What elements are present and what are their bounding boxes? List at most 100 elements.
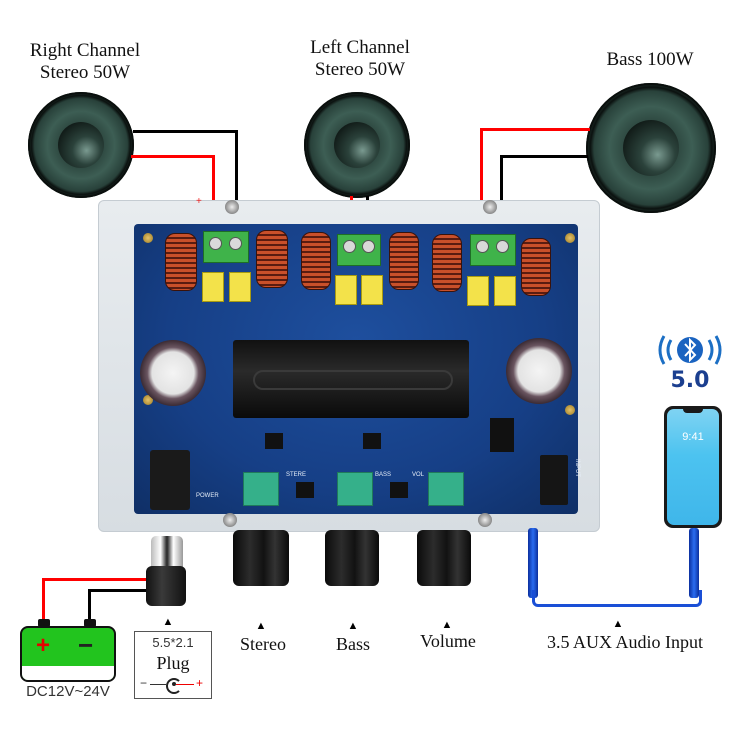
- volume-potentiometer: [428, 472, 464, 506]
- electrolytic-capacitor: [506, 338, 572, 404]
- bass-negative-wire: [500, 155, 588, 158]
- speaker-dust-cap: [623, 120, 679, 176]
- smartphone: 9:41: [664, 406, 722, 528]
- polarity-center-dot: [172, 682, 176, 686]
- left-channel-speaker: [304, 92, 410, 198]
- bass-positive-wire: [480, 128, 590, 131]
- case-screw: [483, 200, 497, 214]
- terminal-screw: [229, 237, 242, 250]
- bluetooth-icon: [658, 335, 722, 365]
- ic-chip: [363, 433, 381, 449]
- film-capacitor: [361, 275, 383, 305]
- stereo-knob[interactable]: [233, 530, 289, 586]
- battery: + −: [20, 626, 116, 682]
- polarity-line-positive: [176, 684, 194, 685]
- right-channel-speaker: [28, 92, 134, 198]
- left-speaker-terminal: [337, 234, 381, 266]
- silk-power: POWER: [196, 493, 219, 499]
- heatsink: [233, 340, 469, 418]
- volume-knob[interactable]: [417, 530, 471, 586]
- phone-clock: 9:41: [682, 431, 704, 443]
- battery-terminal-positive: [38, 619, 50, 627]
- bluetooth-module-chip: [490, 418, 514, 452]
- inductor-coil: [301, 232, 331, 290]
- inductor-coil: [389, 232, 419, 290]
- bass-potentiometer: [337, 472, 373, 506]
- power-positive-wire-vertical: [42, 578, 45, 620]
- terminal-screw: [362, 240, 375, 253]
- stereo-potentiometer: [243, 472, 279, 506]
- aux-marker: ▲: [612, 618, 624, 630]
- ic-chip: [296, 482, 314, 498]
- stereo-label: Stereo: [240, 634, 286, 654]
- mounting-post: [143, 395, 153, 405]
- inductor-coil: [521, 238, 551, 296]
- polarity-plus: +: [196, 676, 204, 690]
- plug-size: 5.5*2.1: [152, 635, 194, 650]
- polarity-symbol-icon: [166, 678, 182, 694]
- aux-plug-right: [689, 528, 699, 598]
- inductor-coil: [165, 233, 197, 291]
- ic-chip: [265, 433, 283, 449]
- positive-mark: +: [196, 196, 202, 207]
- left-channel-title-line1: Left Channel: [310, 37, 410, 58]
- silk-vol: VOL: [412, 472, 425, 478]
- plug-info-box: 5.5*2.1 Plug − +: [134, 631, 212, 699]
- film-capacitor: [467, 276, 489, 306]
- stereo-marker: ▲: [255, 620, 267, 632]
- polarity-line-negative: [150, 684, 166, 685]
- power-negative-wire-vertical: [88, 589, 91, 620]
- electrolytic-capacitor: [140, 340, 206, 406]
- case-screw: [225, 200, 239, 214]
- bass-label: Bass: [335, 634, 370, 654]
- bass-speaker-terminal: [470, 234, 516, 266]
- mounting-post: [565, 233, 575, 243]
- film-capacitor: [229, 272, 251, 302]
- volume-marker: ▲: [441, 619, 453, 631]
- battery-label-band: [22, 666, 114, 680]
- film-capacitor: [202, 272, 224, 302]
- aux-plug-left: [528, 528, 538, 598]
- right-speaker-terminal: [203, 231, 249, 263]
- right-channel-title-line1: Right Channel: [29, 40, 141, 61]
- left-channel-title: Left Channel Stereo 50W: [285, 37, 435, 81]
- dc-power-jack: [150, 450, 190, 510]
- bass-marker: ▲: [347, 620, 359, 632]
- bass-speaker: [586, 83, 716, 213]
- plug-marker: ▲: [162, 616, 174, 628]
- aux-cable: [532, 590, 702, 607]
- ic-chip: [390, 482, 408, 498]
- terminal-screw: [343, 240, 356, 253]
- mounting-post: [565, 405, 575, 415]
- battery-voltage-label: DC12V~24V: [26, 683, 110, 700]
- right-negative-wire-vertical: [235, 130, 238, 250]
- dc-plug-barrel: [151, 536, 183, 568]
- right-negative-wire: [133, 130, 237, 133]
- power-positive-wire: [42, 578, 148, 581]
- battery-terminal-negative: [84, 619, 96, 627]
- terminal-screw: [496, 240, 509, 253]
- phone-notch: [683, 409, 703, 413]
- polarity-minus: −: [140, 676, 148, 690]
- silk-input: INPUT: [574, 459, 580, 477]
- plug-label: Plug: [156, 653, 190, 673]
- battery-plus: +: [36, 632, 51, 659]
- right-positive-wire: [131, 155, 215, 158]
- terminal-screw: [476, 240, 489, 253]
- silk-stereo: STERE: [286, 472, 307, 478]
- bass-knob[interactable]: [325, 530, 379, 586]
- bass-title: Bass 100W: [606, 49, 694, 70]
- inductor-coil: [432, 234, 462, 292]
- polarity-diagram: − +: [140, 676, 206, 694]
- aux-input-jack: [540, 455, 568, 505]
- inductor-coil: [256, 230, 288, 288]
- dc-plug: [146, 566, 186, 606]
- bass-positive-wire-vertical: [480, 128, 483, 250]
- film-capacitor: [494, 276, 516, 306]
- bluetooth-version: 5.0: [670, 368, 710, 393]
- terminal-screw: [209, 237, 222, 250]
- battery-minus: −: [78, 630, 94, 660]
- silk-bass: BASS: [375, 472, 392, 478]
- speaker-dust-cap: [58, 122, 104, 168]
- aux-label: 3.5 AUX Audio Input: [546, 632, 703, 652]
